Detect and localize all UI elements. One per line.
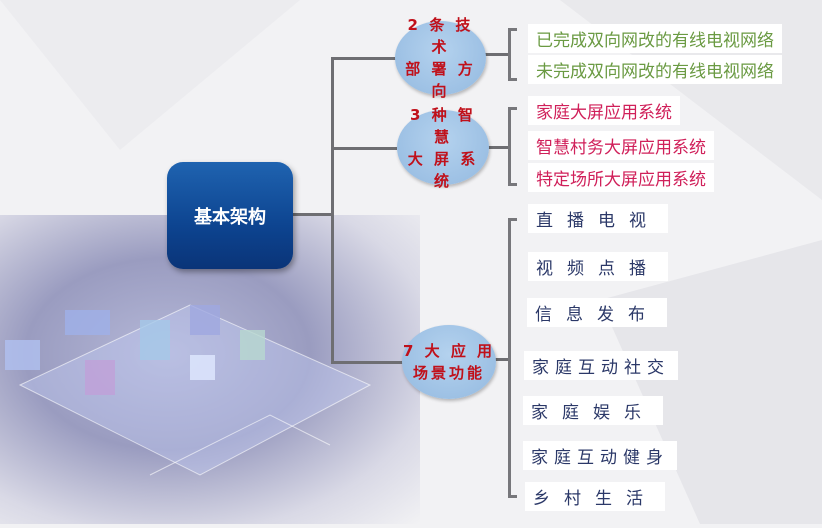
branch-label: 3 种 智 慧 xyxy=(410,105,476,146)
branch-connector-1 xyxy=(331,57,397,60)
list-item: 智慧村务大屏应用系统 xyxy=(528,131,714,160)
bracket-2 xyxy=(508,107,517,186)
list-item: 家庭大屏应用系统 xyxy=(528,96,680,125)
branch-label: 部 署 方 向 xyxy=(405,60,476,100)
branch-node-3: 7 大 应 用 场景功能 xyxy=(402,325,496,399)
group-connector-2 xyxy=(470,146,510,149)
list-item: 视频点播 xyxy=(528,252,668,281)
branch-label: 场景功能 xyxy=(412,364,485,382)
root-connector xyxy=(292,213,334,216)
root-label: 基本架构 xyxy=(194,206,266,228)
list-item: 家庭娱乐 xyxy=(523,396,663,425)
branch-label: 大 屏 系 统 xyxy=(407,149,479,190)
bracket-1 xyxy=(508,28,517,81)
isometric-platform-graphic xyxy=(5,304,372,476)
group-connector-1 xyxy=(470,53,510,56)
list-item: 特定场所大屏应用系统 xyxy=(528,163,714,192)
root-node: 基本架构 xyxy=(167,162,293,269)
branch-connector-2 xyxy=(331,147,397,150)
branch-node-2: 3 种 智 慧 大 屏 系 统 xyxy=(397,106,489,190)
list-item: 信息发布 xyxy=(527,298,667,327)
list-item: 已完成双向网改的有线电视网络 xyxy=(528,24,782,53)
platform-illustration xyxy=(0,215,420,524)
bracket-3 xyxy=(508,218,517,498)
branch-connector-3 xyxy=(331,361,403,364)
trunk-line xyxy=(331,57,334,364)
list-item: 直播电视 xyxy=(528,204,668,233)
list-item: 家庭互动社交 xyxy=(524,351,678,380)
list-item: 家庭互动健身 xyxy=(523,441,677,470)
branch-node-1: 2 条 技 术 部 署 方 向 xyxy=(395,16,486,100)
list-item: 未完成双向网改的有线电视网络 xyxy=(528,55,782,84)
branch-label: 2 条 技 术 xyxy=(407,16,474,56)
list-item: 乡村生活 xyxy=(525,482,665,511)
branch-label: 7 大 应 用 xyxy=(402,342,496,360)
